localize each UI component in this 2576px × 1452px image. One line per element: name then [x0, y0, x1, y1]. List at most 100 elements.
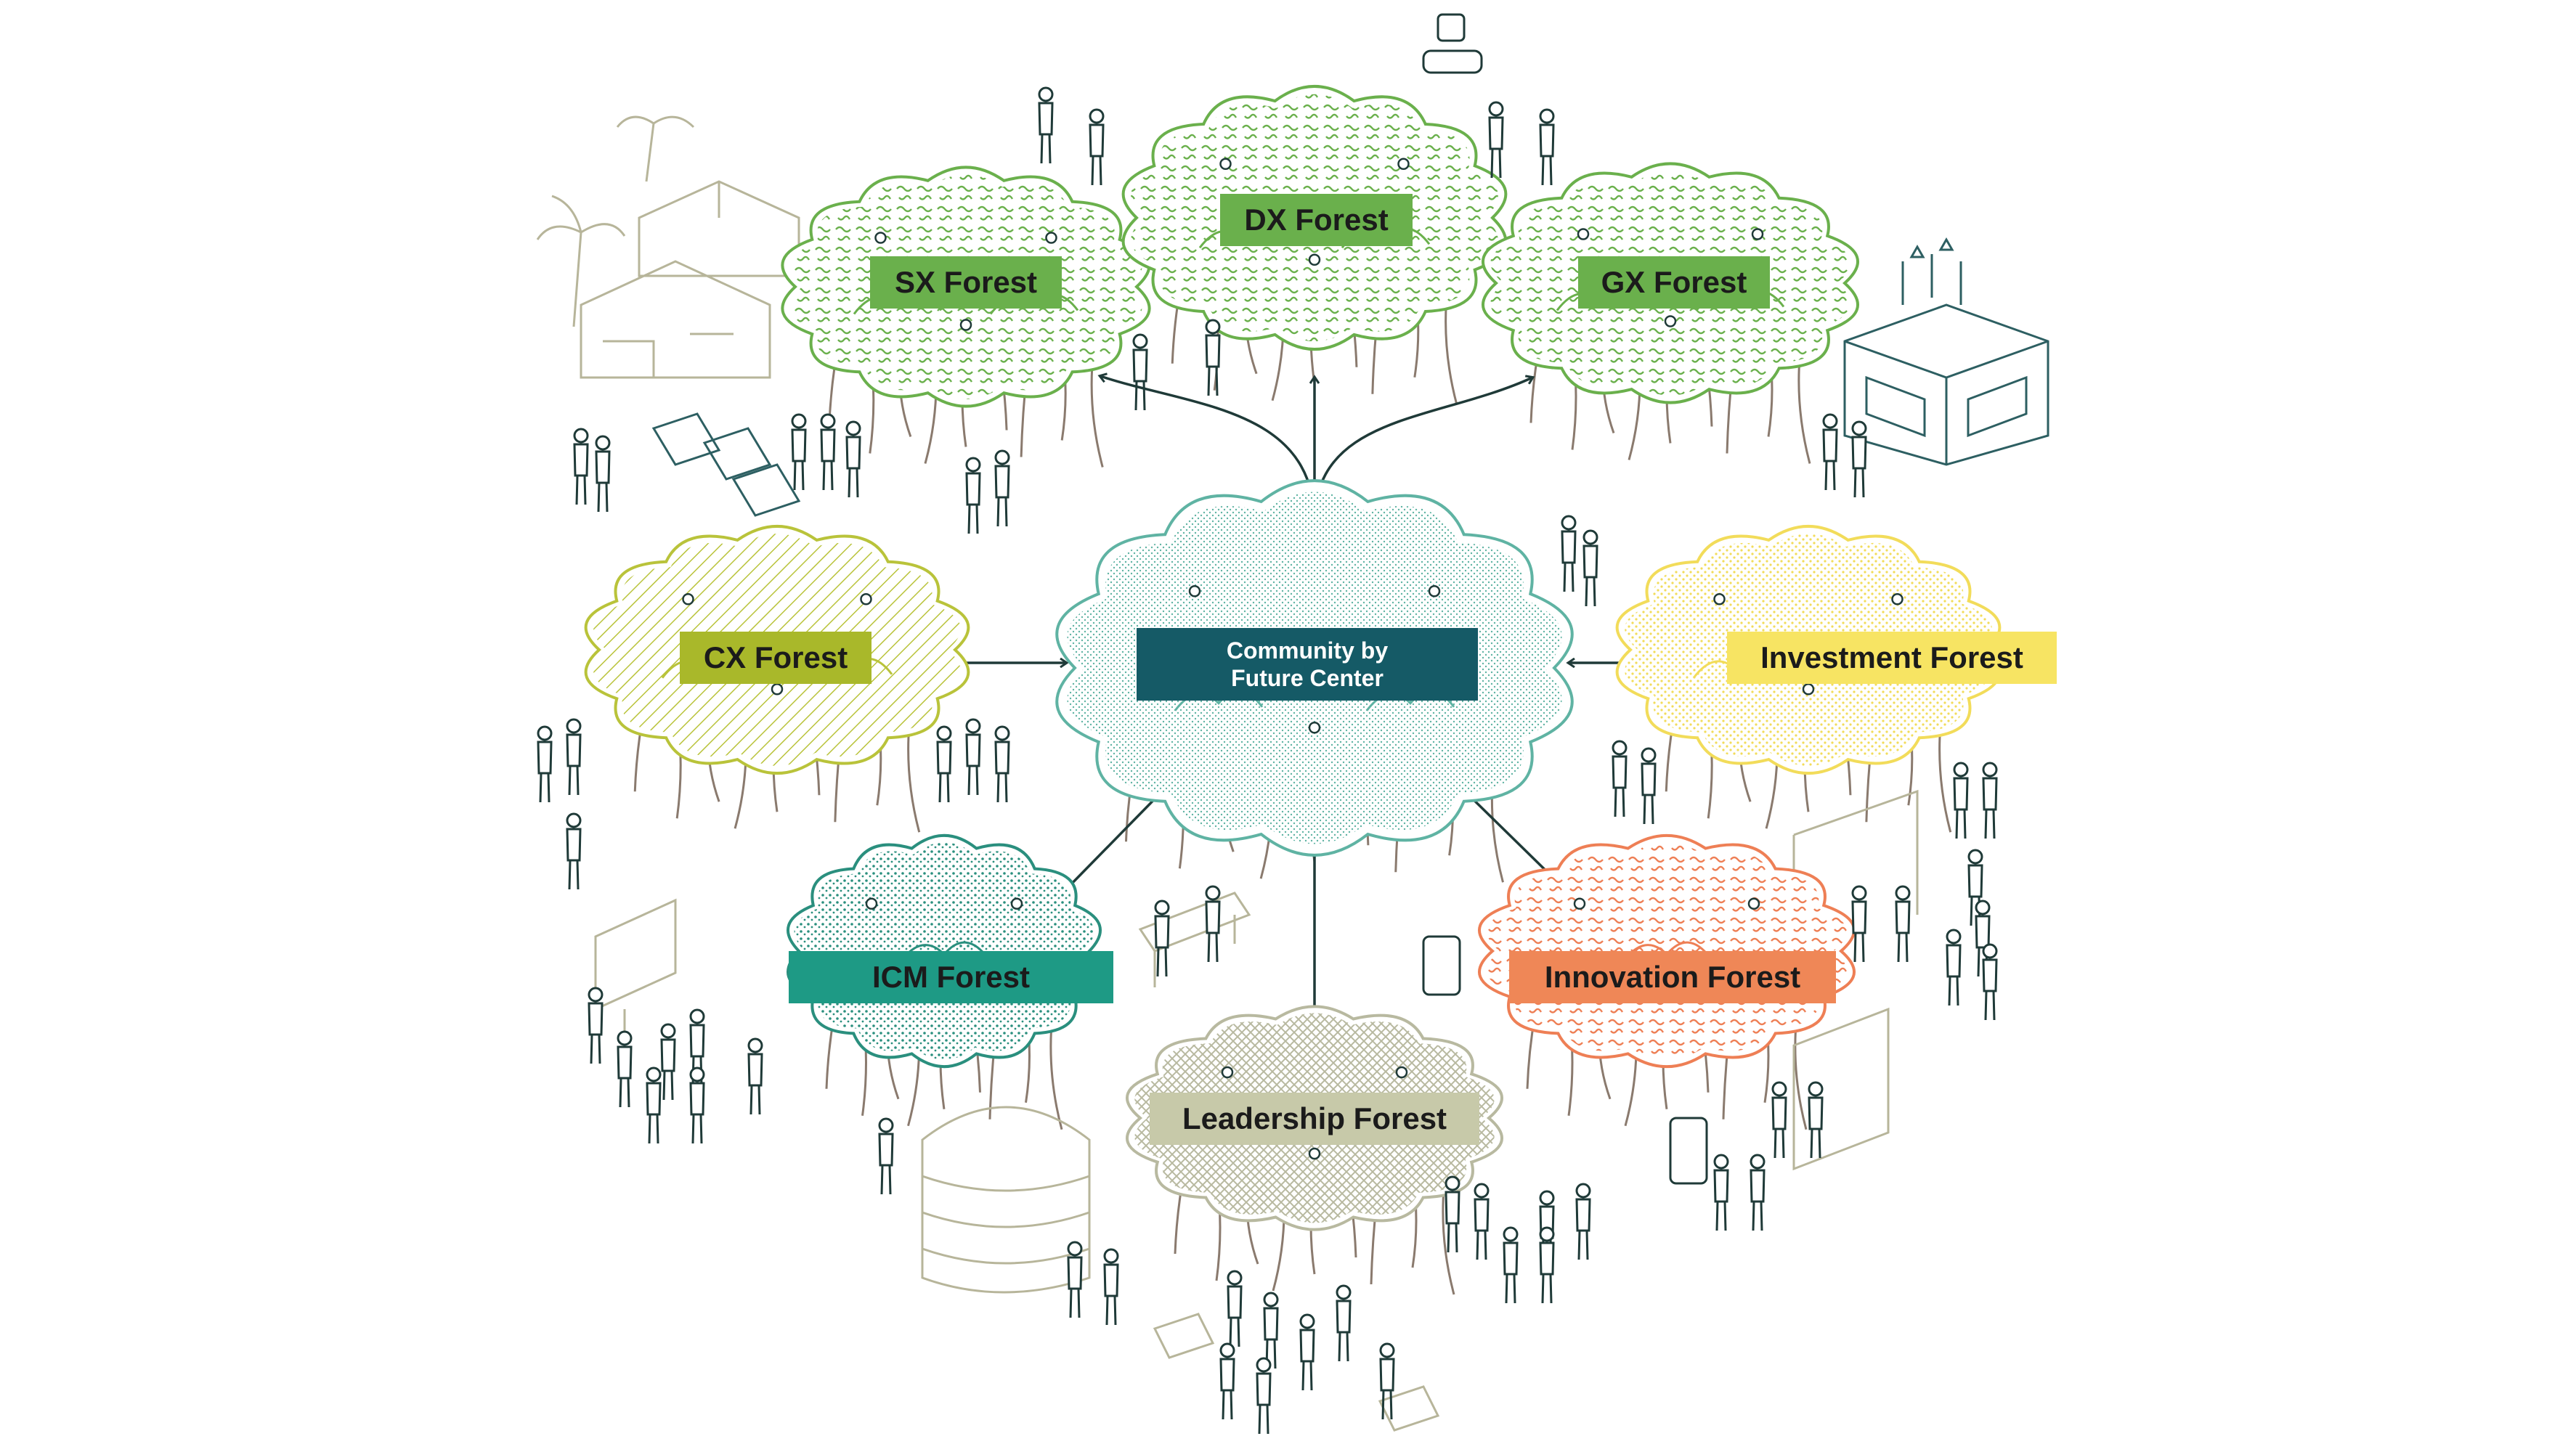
- center-label-community: Community by Future Center: [1137, 628, 1478, 701]
- person-figure: [1488, 101, 1504, 179]
- person-head: [994, 725, 1010, 741]
- person-head: [689, 1008, 705, 1024]
- center-title-line2: Future Center: [1231, 665, 1384, 691]
- palm-tree-icon: [536, 115, 695, 327]
- person-body: [994, 465, 1010, 527]
- person-head: [1953, 762, 1969, 778]
- person-body: [747, 1053, 763, 1115]
- person-head: [1263, 1292, 1279, 1308]
- person-body: [1582, 544, 1598, 607]
- person-body: [845, 436, 861, 498]
- fruit-icon: [1577, 228, 1590, 240]
- fruit-icon: [771, 683, 784, 696]
- person-body: [936, 741, 952, 803]
- forest-label-sx: SX Forest: [870, 256, 1062, 309]
- person-figure: [1641, 747, 1657, 825]
- fruit-icon: [682, 593, 694, 605]
- person-body: [1771, 1096, 1787, 1159]
- person-body: [878, 1133, 894, 1195]
- person-head: [689, 1066, 705, 1082]
- fruit-icon: [1308, 1147, 1321, 1160]
- person-figure: [1227, 1270, 1243, 1347]
- people-figures: [537, 86, 1998, 1435]
- fruit-icon: [1308, 253, 1321, 266]
- person-body: [1822, 428, 1838, 491]
- person-head: [936, 725, 952, 741]
- fruit-icon: [1308, 722, 1321, 734]
- person-body: [1612, 755, 1628, 817]
- person-body: [1154, 915, 1170, 977]
- person-figure: [1822, 413, 1838, 491]
- fruit-icon: [1428, 585, 1441, 597]
- building-houses: [580, 180, 800, 379]
- person-figure: [537, 725, 553, 803]
- person-figure: [595, 435, 611, 513]
- person-figure: [1132, 333, 1148, 411]
- person-figure: [1445, 1175, 1460, 1253]
- person-figure: [1299, 1313, 1315, 1391]
- person-head: [1982, 762, 1998, 778]
- person-body: [1379, 1358, 1395, 1420]
- person-body: [1851, 436, 1867, 498]
- meeting-table: [1138, 892, 1440, 1432]
- person-head: [1103, 1248, 1119, 1264]
- person-figure: [994, 725, 1010, 803]
- person-figure: [965, 718, 981, 796]
- person-head: [1713, 1154, 1729, 1170]
- person-figure: [878, 1117, 894, 1195]
- person-body: [965, 472, 981, 534]
- person-head: [1539, 1226, 1555, 1242]
- person-figure: [1561, 515, 1577, 592]
- person-figure: [1539, 1226, 1555, 1304]
- person-head: [1641, 747, 1657, 763]
- person-figure: [1851, 420, 1867, 498]
- person-body: [1219, 1358, 1235, 1420]
- person-head: [1503, 1226, 1519, 1242]
- person-body: [1946, 944, 1962, 1006]
- person-figure: [845, 420, 861, 498]
- person-head: [820, 413, 836, 429]
- person-figure: [1089, 108, 1105, 186]
- person-figure: [588, 987, 604, 1064]
- person-figure: [1154, 900, 1170, 977]
- fruit-icon: [1573, 897, 1586, 910]
- person-figure: [791, 413, 807, 491]
- fruit-icon: [865, 897, 878, 910]
- person-head: [1539, 1190, 1555, 1206]
- person-head: [1982, 943, 1998, 959]
- person-body: [566, 733, 582, 796]
- person-head: [1946, 929, 1962, 945]
- person-figure: [1851, 885, 1867, 963]
- person-head: [965, 718, 981, 734]
- person-head: [1975, 900, 1991, 915]
- person-head: [1771, 1081, 1787, 1097]
- person-figure: [689, 1066, 705, 1144]
- forest-label-investment: Investment Forest: [1727, 632, 2057, 684]
- person-body: [1851, 900, 1867, 963]
- fruit-icon: [1802, 683, 1815, 696]
- person-head: [1582, 529, 1598, 545]
- person-head: [1851, 420, 1867, 436]
- person-head: [965, 457, 981, 473]
- person-figure: [1205, 319, 1221, 396]
- person-body: [1256, 1372, 1272, 1435]
- person-figure: [1750, 1154, 1766, 1231]
- person-body: [1089, 123, 1105, 186]
- fruit-icon: [1395, 1066, 1408, 1079]
- person-head: [1089, 108, 1105, 124]
- person-figure: [1539, 108, 1555, 186]
- person-head: [1205, 319, 1221, 335]
- person-body: [1488, 116, 1504, 179]
- robot-icon: [1422, 13, 1708, 1185]
- person-head: [646, 1066, 662, 1082]
- person-body: [965, 733, 981, 796]
- person-body: [1103, 1263, 1119, 1326]
- person-head: [1299, 1313, 1315, 1329]
- person-head: [1227, 1270, 1243, 1286]
- person-head: [1808, 1081, 1824, 1097]
- person-figure: [566, 812, 582, 890]
- person-head: [1967, 849, 1983, 865]
- person-body: [1561, 530, 1577, 592]
- person-body: [588, 1002, 604, 1064]
